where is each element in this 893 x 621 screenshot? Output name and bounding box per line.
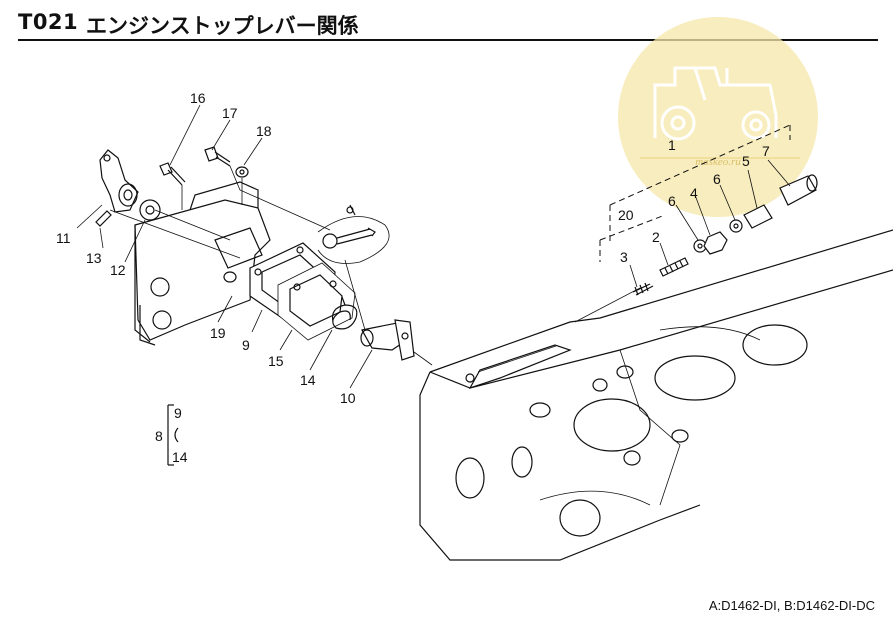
page-title: エンジンストップレバー関係 bbox=[86, 14, 359, 38]
callout-9-group: 9 bbox=[174, 405, 182, 421]
spring-14 bbox=[331, 296, 358, 330]
plunger-assembly bbox=[632, 174, 818, 296]
pin-13 bbox=[95, 210, 112, 227]
callout-14: 14 bbox=[300, 372, 316, 388]
callout-1: 1 bbox=[668, 137, 676, 153]
group-bracket-8 bbox=[167, 404, 179, 466]
callout-20: 20 bbox=[618, 207, 634, 223]
leader-lines bbox=[109, 165, 641, 366]
callout-3: 3 bbox=[620, 249, 628, 265]
lever-shaft-10 bbox=[360, 319, 415, 361]
callout-leaders bbox=[76, 104, 791, 389]
bolt-17 bbox=[204, 146, 231, 167]
callout-7: 7 bbox=[762, 143, 770, 159]
callout-labels: 16 17 18 11 13 12 19 9 15 14 10 8 9 14 3… bbox=[56, 90, 770, 465]
washer-18 bbox=[235, 166, 249, 178]
callout-19: 19 bbox=[210, 325, 226, 341]
gasket-15 bbox=[277, 262, 356, 341]
bolt-16 bbox=[159, 162, 186, 186]
group-bracket-20 bbox=[599, 214, 666, 262]
callout-5: 5 bbox=[742, 153, 750, 169]
callout-13: 13 bbox=[86, 250, 102, 266]
callout-16: 16 bbox=[190, 90, 206, 106]
callout-4: 4 bbox=[690, 185, 698, 201]
bolt-upper bbox=[317, 204, 390, 264]
callout-17: 17 bbox=[222, 105, 238, 121]
callout-9: 9 bbox=[242, 337, 250, 353]
callout-14-group: 14 bbox=[172, 449, 188, 465]
callout-10: 10 bbox=[340, 390, 356, 406]
watermark: maskeo.ru bbox=[618, 17, 818, 217]
callout-8: 8 bbox=[155, 428, 163, 444]
callout-6-top: 6 bbox=[713, 171, 721, 187]
tractor-icon bbox=[653, 66, 778, 141]
page-header: T021 エンジンストップレバー関係 bbox=[18, 8, 878, 42]
engine-block bbox=[419, 229, 893, 561]
callout-15: 15 bbox=[268, 353, 284, 369]
callout-11: 11 bbox=[56, 230, 71, 246]
watermark-text: maskeo.ru bbox=[695, 156, 741, 168]
section-code: T021 bbox=[18, 10, 79, 34]
callout-2: 2 bbox=[652, 229, 660, 245]
callout-18: 18 bbox=[256, 123, 272, 139]
group-bracket-1 bbox=[609, 124, 791, 245]
bushing-12 bbox=[139, 199, 161, 221]
model-legend: A:D1462-DI, B:D1462-DI-DC bbox=[708, 598, 875, 613]
watermark-disc bbox=[618, 17, 818, 217]
stop-lever-11 bbox=[99, 149, 139, 213]
header-rule bbox=[18, 39, 878, 41]
callout-6: 6 bbox=[668, 193, 676, 209]
callout-12: 12 bbox=[110, 262, 126, 278]
stop-lever-housing bbox=[134, 181, 271, 346]
